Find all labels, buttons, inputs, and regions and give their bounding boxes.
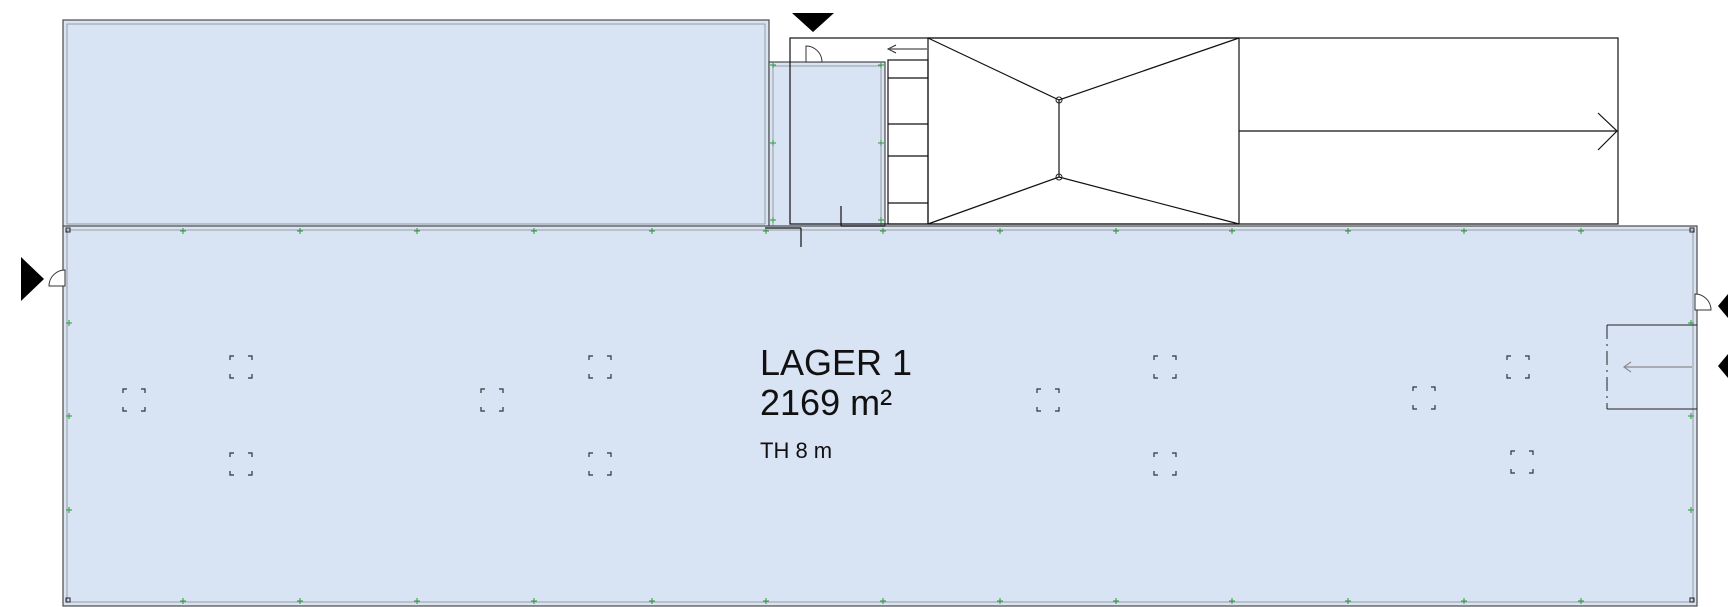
door-left bbox=[48, 269, 66, 287]
door-top bbox=[805, 45, 823, 63]
wall-marker bbox=[531, 598, 537, 604]
wall-marker bbox=[1345, 228, 1351, 234]
wall-marker bbox=[1578, 228, 1584, 234]
column-marker bbox=[1506, 355, 1530, 379]
corridor-room bbox=[768, 61, 886, 229]
wall-marker bbox=[297, 228, 303, 234]
column-marker bbox=[1036, 388, 1060, 412]
entrance-triangle-icon bbox=[21, 257, 44, 301]
column-marker bbox=[588, 452, 612, 476]
columns bbox=[122, 355, 1534, 476]
column-marker bbox=[480, 388, 504, 412]
column-marker bbox=[122, 388, 146, 412]
main-hall bbox=[62, 225, 1698, 607]
column-marker bbox=[229, 355, 253, 379]
wall-marker bbox=[180, 598, 186, 604]
wall-marker bbox=[414, 598, 420, 604]
stair-ramp-structure bbox=[789, 37, 1619, 225]
wall-marker bbox=[878, 217, 884, 223]
upper-left-room bbox=[62, 19, 770, 229]
room-height: TH 8 m bbox=[760, 438, 832, 463]
wall-marker bbox=[1461, 228, 1467, 234]
wall-marker bbox=[763, 228, 769, 234]
wall-marker bbox=[66, 413, 72, 419]
wall-marker bbox=[531, 228, 537, 234]
wall-marker bbox=[297, 598, 303, 604]
room-area: 2169 m² bbox=[760, 382, 892, 423]
wall-marker bbox=[1688, 507, 1694, 513]
wall-marker bbox=[770, 62, 776, 68]
wall-marker bbox=[878, 62, 884, 68]
wall-marker bbox=[1688, 320, 1694, 326]
wall-marker bbox=[880, 228, 886, 234]
wall-marker bbox=[1229, 228, 1235, 234]
wall-marker bbox=[1113, 598, 1119, 604]
wall-marker bbox=[770, 217, 776, 223]
wall-marker bbox=[1461, 598, 1467, 604]
wall-marker bbox=[66, 320, 72, 326]
wall-marker bbox=[414, 228, 420, 234]
wall-marker bbox=[180, 228, 186, 234]
wall-marker bbox=[1229, 598, 1235, 604]
wall-marker bbox=[878, 140, 884, 146]
wall-marker bbox=[1345, 598, 1351, 604]
entrance-triangle-icon bbox=[1718, 294, 1728, 318]
room-name: LAGER 1 bbox=[760, 342, 912, 383]
wall-marker bbox=[997, 228, 1003, 234]
wall-marker bbox=[66, 507, 72, 513]
column-marker bbox=[1153, 452, 1177, 476]
wall-marker bbox=[770, 140, 776, 146]
column-marker bbox=[1510, 450, 1534, 474]
wall-marker bbox=[649, 598, 655, 604]
wall-markers bbox=[66, 62, 1694, 604]
door-right bbox=[1694, 293, 1712, 311]
wall-marker bbox=[649, 228, 655, 234]
wall-marker bbox=[1578, 598, 1584, 604]
column-marker bbox=[1412, 386, 1436, 410]
column-marker bbox=[588, 355, 612, 379]
wall-marker bbox=[763, 598, 769, 604]
column-marker bbox=[229, 452, 253, 476]
loading-bay bbox=[1606, 324, 1697, 410]
entrance-triangle-icon bbox=[792, 13, 834, 32]
doors bbox=[48, 45, 1712, 311]
wall-marker bbox=[880, 598, 886, 604]
column-marker bbox=[1153, 355, 1177, 379]
wall-stubs bbox=[765, 206, 885, 247]
room-label: LAGER 1 2169 m² TH 8 m bbox=[760, 342, 912, 463]
entrance-markers bbox=[21, 13, 1728, 378]
entrance-triangle-icon bbox=[1718, 354, 1728, 378]
wall-marker bbox=[1688, 413, 1694, 419]
wall-marker bbox=[1113, 228, 1119, 234]
wall-marker bbox=[997, 598, 1003, 604]
